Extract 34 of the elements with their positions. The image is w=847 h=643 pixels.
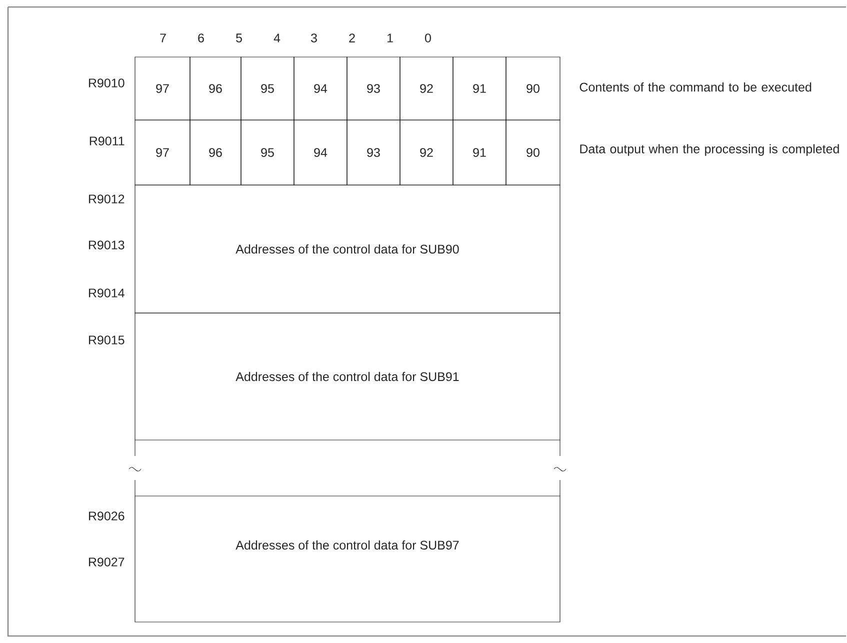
bit-number: 4 [274,34,280,42]
note-text: Contents of the command to be executed [580,82,812,92]
bit-cell: 90 [506,120,560,186]
bit-number: 3 [311,34,317,42]
bit-cell: 97 [134,120,190,186]
bit-cell: 95 [240,120,294,186]
bit-cell: 92 [400,56,454,120]
bit-number: 0 [425,34,431,42]
bit-cell: 94 [294,56,348,120]
bit-cell: 90 [506,56,560,120]
bit-cell: 97 [134,56,190,120]
address-block: Addresses of the control data for SUB97 [134,496,560,622]
register-name: R9010 [89,78,124,88]
register-name: R9015 [89,336,124,344]
bit-cell: 96 [190,120,242,186]
bit-cell: 91 [452,120,506,186]
bit-cell: 92 [400,120,454,186]
bit-number: 6 [198,34,204,42]
bit-number: 1 [387,34,393,42]
register-name: R9011 [90,136,124,146]
bit-number: 7 [160,34,166,42]
bit-cell: 95 [240,56,294,120]
bit-cell: 91 [452,56,506,120]
bit-cell: 94 [294,120,348,186]
bit-cell: 93 [346,56,400,120]
address-block: Addresses of the control data for SUB91 [134,312,560,440]
register-name: R9014 [89,288,124,298]
bit-cell: 93 [346,120,400,186]
bit-number: 2 [349,34,355,42]
note-text: Data output when the processing is completed [580,144,839,156]
address-block: Addresses of the control data for SUB90 [134,184,560,314]
register-name: R9012 [89,194,124,204]
bit-cell: 96 [190,56,242,120]
bit-number: 5 [236,34,242,42]
